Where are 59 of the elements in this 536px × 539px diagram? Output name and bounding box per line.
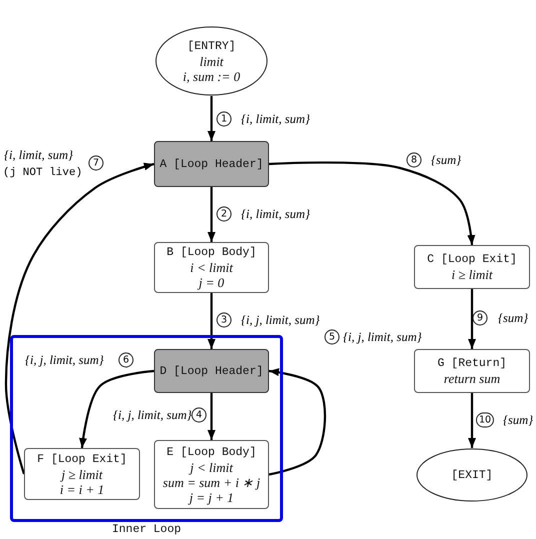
code-text: i, sum := 0 (182, 68, 240, 84)
code-text: j = j + 1 (189, 490, 234, 504)
code-text: i ≥ limit (451, 267, 493, 282)
edge-label: {i, limit, sum} (3, 148, 74, 162)
callout-number: 4 (192, 408, 206, 422)
basic-block-box (154, 242, 269, 293)
basic-block-box (414, 349, 530, 393)
basic-block-box (24, 448, 140, 500)
arrow (208, 96, 216, 141)
code-text: j = 0 (198, 275, 224, 290)
code-text: j ≥ limit (61, 466, 103, 482)
arrow (268, 161, 476, 246)
callout-number: 3 (216, 312, 232, 328)
callout-number: 9 (472, 310, 488, 326)
terminal-ellipse (155, 26, 268, 96)
edge-label: {sum} (502, 413, 534, 427)
edge-label: {sum} (430, 153, 462, 167)
block-title: A [Loop Header] (160, 156, 264, 172)
edge-label: {i, j, limit, sum} (112, 408, 193, 422)
arrow (208, 393, 216, 440)
code-text: i < limit (190, 260, 233, 275)
basic-block-box (414, 245, 530, 289)
code-text: return sum (444, 371, 500, 386)
arrow (208, 187, 216, 242)
note-text: (j NOT live) (3, 167, 82, 179)
edge-label: {i, limit, sum} (240, 207, 312, 221)
arrow (79, 370, 154, 448)
callout-number: 6 (118, 352, 134, 368)
loop-header-box (154, 349, 269, 393)
block-title: G [Return] (437, 356, 506, 371)
block-title: F [Loop Exit] (37, 452, 127, 466)
callout-number: 10 (476, 412, 494, 428)
callout-number: 7 (88, 156, 104, 170)
code-text: j < limit (190, 460, 233, 474)
code-text: limit (200, 54, 224, 68)
basic-block-box (154, 440, 269, 509)
terminal-ellipse (416, 448, 528, 502)
arrow (208, 293, 216, 349)
block-title: B [Loop Body] (166, 245, 256, 260)
edge-label: {i, limit, sum} (240, 112, 312, 126)
arrow (468, 393, 476, 448)
edge-label: {i, j, limit, sum} (240, 313, 321, 327)
code-text: i = i + 1 (60, 482, 104, 496)
region-label: Inner Loop (112, 522, 181, 537)
arrow (468, 289, 476, 349)
callout-number: 2 (216, 206, 232, 222)
block-title: [EXIT] (451, 468, 493, 482)
callout-number: 8 (406, 152, 422, 168)
block-title: E [Loop Body] (166, 444, 256, 460)
edge-label: {i, j, limit, sum} (342, 330, 423, 344)
loop-header-box (154, 141, 269, 187)
block-title: [ENTRY] (187, 38, 236, 54)
block-title: D [Loop Header] (160, 364, 264, 378)
callout-number: 5 (324, 330, 340, 344)
code-text: sum = sum + i ∗ j (162, 474, 260, 490)
edge-label: {sum} (497, 311, 530, 325)
callout-number: 1 (216, 112, 232, 126)
block-title: C [Loop Exit] (427, 252, 517, 267)
edge-label: {i, j, limit, sum} (24, 353, 105, 367)
